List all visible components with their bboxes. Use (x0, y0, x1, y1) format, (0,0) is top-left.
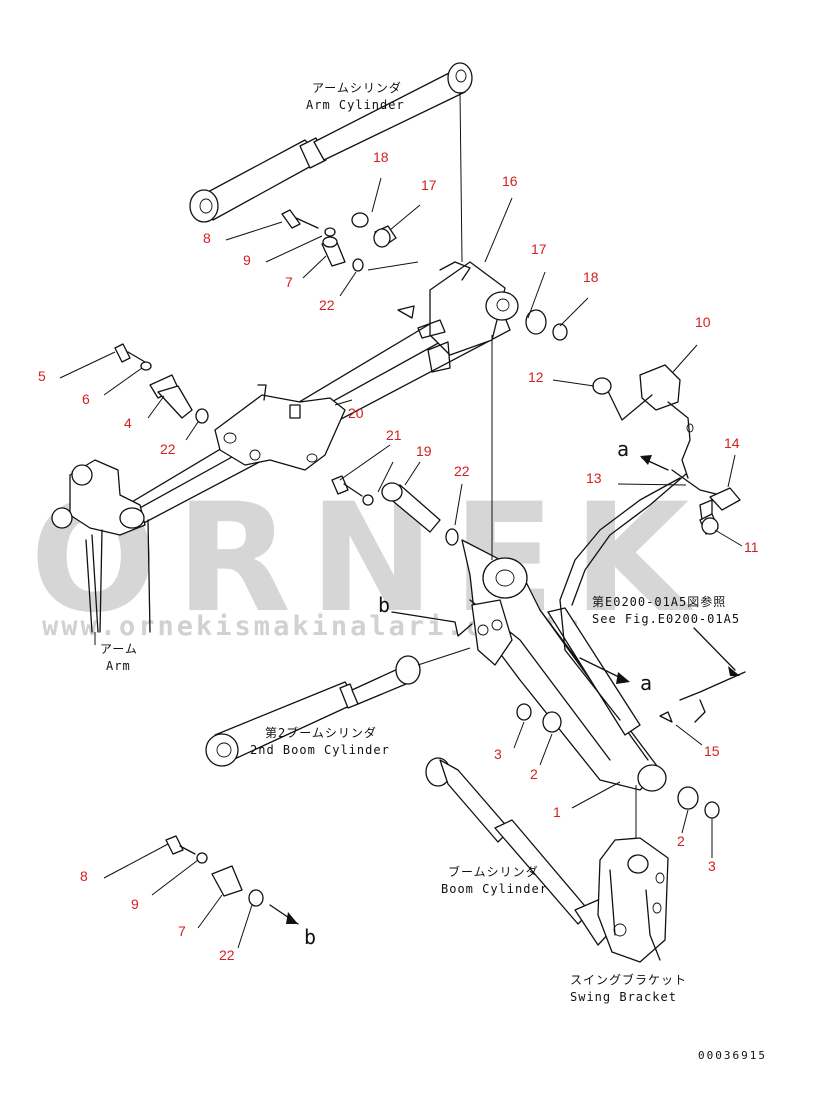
small-parts (114, 209, 720, 925)
leader-lines (59, 177, 743, 949)
callout-2-left: 2 (530, 766, 538, 782)
boom (461, 335, 667, 860)
callout-21: 21 (386, 427, 402, 443)
reference-arrows (391, 455, 746, 723)
swing-bracket (597, 837, 669, 963)
callout-1: 1 (553, 804, 561, 820)
see-figure-label-jp: 第E0200-01A5図参照 (592, 594, 726, 609)
arm-label-en: Arm (106, 659, 131, 673)
arm-cylinder (189, 62, 473, 263)
second-boom-cylinder-label-en: 2nd Boom Cylinder (250, 743, 390, 757)
reference-b-upper: b (378, 593, 390, 617)
callout-22-mid: 22 (454, 463, 470, 479)
component-labels: アームシリンダ Arm Cylinder アーム Arm 第2ブームシリンダ 2… (100, 80, 767, 1062)
callout-9-bottom: 9 (131, 896, 139, 912)
arm-cylinder-label-en: Arm Cylinder (306, 98, 405, 112)
callout-19: 19 (416, 443, 432, 459)
callout-8-bottom: 8 (80, 868, 88, 884)
callout-2-right: 2 (677, 833, 685, 849)
boom-cylinder-label-en: Boom Cylinder (441, 882, 548, 896)
reference-b-lower: b (304, 925, 316, 949)
boom-cylinder-label-jp: ブームシリンダ (448, 864, 539, 879)
boom-cylinder (425, 757, 613, 946)
callout-7-bottom: 7 (178, 923, 186, 939)
callout-15: 15 (704, 743, 720, 759)
callout-10: 10 (695, 314, 711, 330)
callout-12: 12 (528, 369, 544, 385)
callout-6: 6 (82, 391, 90, 407)
reference-a-upper: a (617, 437, 629, 461)
callout-3-right: 3 (708, 858, 716, 874)
callout-18-right: 18 (583, 269, 599, 285)
callout-7-top: 7 (285, 274, 293, 290)
arm-cylinder-label-jp: アームシリンダ (312, 80, 402, 95)
callout-14: 14 (724, 435, 740, 451)
callout-22-bottom: 22 (219, 947, 235, 963)
callout-numbers: 18 17 16 8 9 7 22 17 18 10 12 5 6 4 22 2… (38, 149, 759, 963)
swing-bracket-label-jp: スイングブラケット (570, 972, 687, 987)
arm-body (51, 261, 519, 645)
callout-16: 16 (502, 173, 518, 189)
callout-3-left: 3 (494, 746, 502, 762)
callout-17-top: 17 (421, 177, 437, 193)
callout-11: 11 (744, 539, 759, 555)
callout-4: 4 (124, 415, 132, 431)
callout-13: 13 (586, 470, 602, 486)
callout-5: 5 (38, 368, 46, 384)
callout-20: 20 (348, 405, 364, 421)
wiring-harness (559, 364, 741, 721)
callout-22-left: 22 (160, 441, 176, 457)
drawing-code: 00036915 (698, 1049, 767, 1062)
callout-8-top: 8 (203, 230, 211, 246)
callout-17-right: 17 (531, 241, 547, 257)
callout-22-top: 22 (319, 297, 335, 313)
arm-label-jp: アーム (100, 642, 138, 656)
reference-a-lower: a (640, 671, 652, 695)
callout-9-top: 9 (243, 252, 251, 268)
second-boom-cylinder-label-jp: 第2ブームシリンダ (265, 725, 377, 740)
see-figure-label-en: See Fig.E0200-01A5 (592, 612, 740, 626)
callout-18-top: 18 (373, 149, 389, 165)
swing-bracket-label-en: Swing Bracket (570, 990, 677, 1004)
second-boom-cylinder (205, 647, 471, 767)
watermark-brand: ÖRNEK (30, 470, 707, 646)
